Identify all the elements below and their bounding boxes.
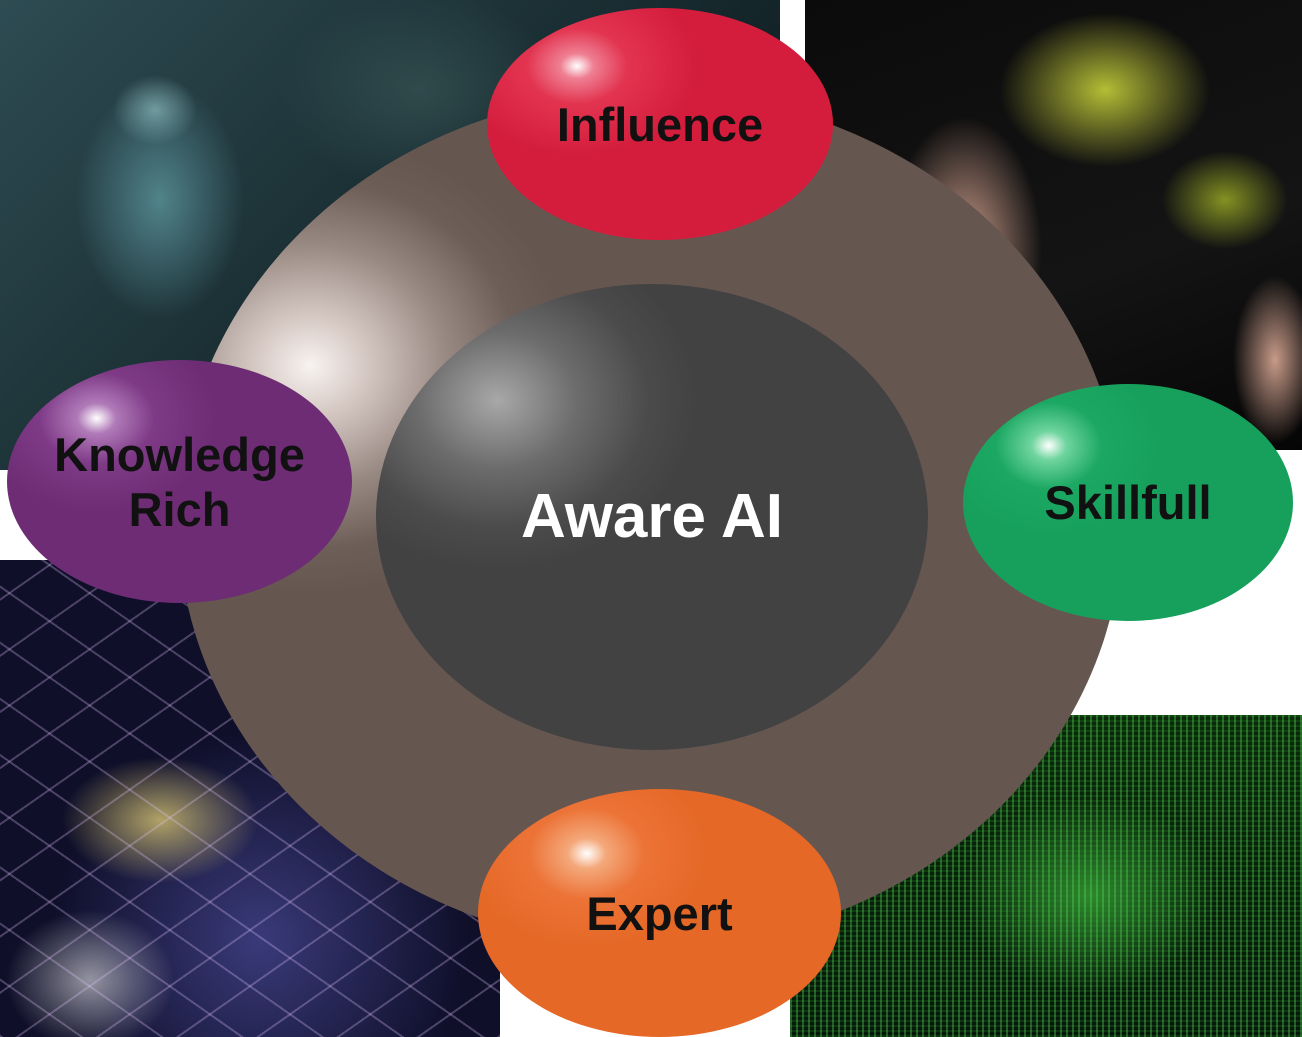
knowledge-rich-label: Knowledge Rich	[54, 427, 305, 537]
skillfull-node: Skillfull	[963, 384, 1293, 621]
expert-label: Expert	[586, 886, 733, 940]
knowledge-label-line1: Knowledge	[54, 427, 305, 481]
core-circle	[376, 284, 928, 750]
expert-node: Expert	[478, 789, 841, 1037]
influence-label: Influence	[556, 97, 764, 151]
influence-node: Influence	[487, 8, 833, 240]
knowledge-label-line2: Rich	[128, 482, 231, 536]
knowledge-rich-node: Knowledge Rich	[7, 360, 352, 603]
center-label: Aware AI	[376, 284, 928, 750]
skillfull-label: Skillfull	[1044, 476, 1212, 529]
center-label-text: Aware AI	[521, 482, 783, 551]
